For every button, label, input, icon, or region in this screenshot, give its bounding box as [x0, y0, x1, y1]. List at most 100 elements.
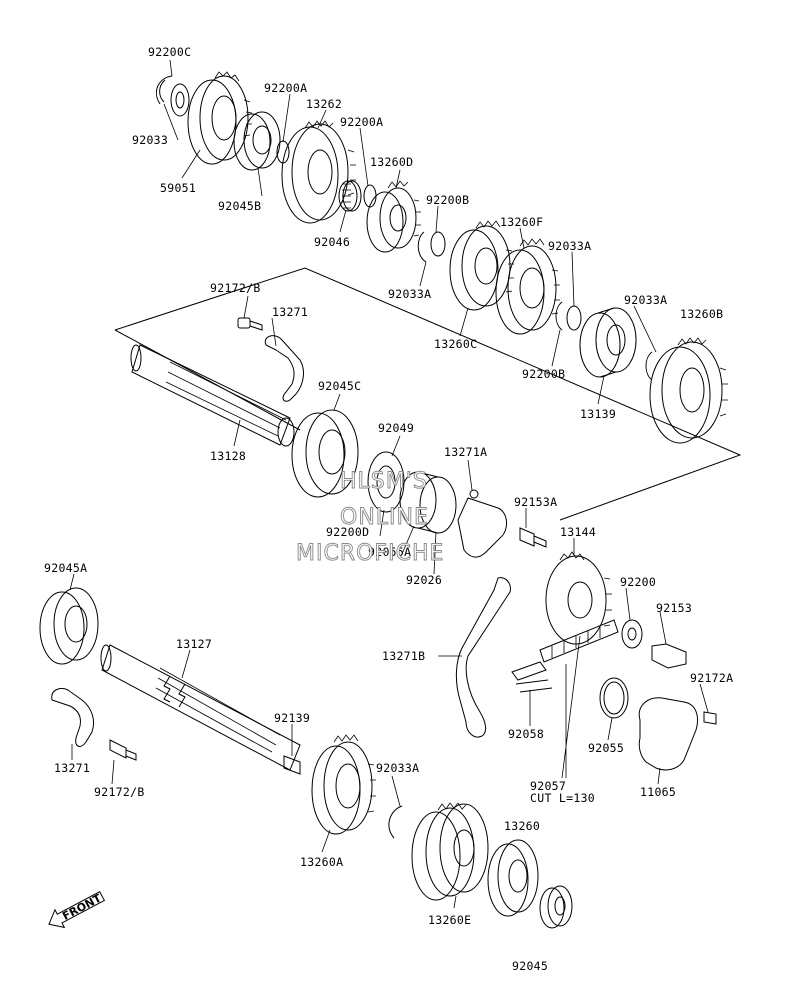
label-92045C: 92045C: [318, 379, 361, 393]
circlip-92033A-4: [388, 805, 403, 839]
label-92200A-2: 92200A: [340, 115, 383, 129]
arm-13271B: [455, 577, 511, 738]
label-92153: 92153: [656, 601, 692, 615]
stopper-13271-2: [51, 687, 95, 747]
label-92200B-1: 92200B: [426, 193, 469, 207]
bolt-92139: [283, 755, 301, 775]
label-13271-1: 13271: [272, 305, 308, 319]
watermark-line-3: MICROFICHE: [296, 541, 444, 566]
circlip-92033A: [417, 231, 427, 263]
bolt-92153A: [519, 527, 547, 548]
bolt-92172A: [703, 711, 717, 725]
label-92172A: 92172A: [690, 671, 733, 685]
label-13260D: 13260D: [370, 155, 413, 169]
label-13144: 13144: [560, 525, 596, 539]
circlip-92033: [156, 75, 173, 105]
needle-bearing-92046: [338, 180, 362, 212]
label-13260B: 13260B: [680, 307, 723, 321]
gear-13260E: [487, 839, 539, 917]
gear-13260: [411, 802, 489, 901]
label-13260E: 13260E: [428, 913, 471, 927]
watermark: HLSM'S ONLINE MICROFICHE: [296, 469, 444, 567]
assembly-frame: [114, 267, 742, 521]
label-13260C: 13260C: [434, 337, 477, 351]
gear-13260C: [449, 220, 514, 311]
label-92200A-1: 92200A: [264, 81, 307, 95]
label-11065: 11065: [640, 785, 676, 799]
label-92200B-2: 92200B: [522, 367, 565, 381]
label-13260: 13260: [504, 819, 540, 833]
label-92033A-1: 92033A: [548, 239, 591, 253]
leader-lines: [69, 59, 709, 909]
label-13139: 13139: [580, 407, 616, 421]
label-92026: 92026: [406, 573, 442, 587]
label-92045B: 92045B: [218, 199, 261, 213]
label-92172B-1: 92172/B: [210, 281, 261, 295]
gear-13260D: [366, 180, 421, 253]
shaft-13128: [130, 344, 295, 447]
circlip-92033A-2: [555, 301, 563, 331]
bearing-92045: [539, 885, 573, 929]
label-92139: 92139: [274, 711, 310, 725]
label-92200C: 92200C: [148, 45, 191, 59]
washer-92200: [621, 619, 643, 649]
collar-92026: [399, 471, 457, 534]
bolt-92172B-2: [109, 739, 137, 761]
label-13260A: 13260A: [300, 855, 343, 869]
front-arrow: FRONT: [48, 890, 106, 929]
label-59051: 59051: [160, 181, 196, 195]
label-13127: 13127: [176, 637, 212, 651]
washer-92200A-2: [363, 184, 377, 208]
label-13260F: 13260F: [500, 215, 543, 229]
label-92055A: 92055A: [368, 545, 411, 559]
circlip-92033A-3: [645, 351, 653, 381]
bearing-92045B: [233, 111, 281, 171]
plate-13271A: [457, 489, 507, 558]
cover-11065: [638, 697, 698, 771]
oring-92055: [599, 677, 629, 719]
label-92057: 92057: [530, 779, 566, 793]
label-92200D: 92200D: [326, 525, 369, 539]
watermark-line-2: ONLINE: [340, 505, 429, 530]
label-92200: 92200: [620, 575, 656, 589]
bolt-92172B: [237, 317, 263, 331]
sprocket-13144: [545, 551, 612, 645]
washer-92200C: [170, 83, 190, 117]
label-92033A-4: 92033A: [376, 761, 419, 775]
stopper-13271: [264, 335, 304, 402]
label-92045: 92045: [512, 959, 548, 973]
label-13271A: 13271A: [444, 445, 487, 459]
label-92055: 92055: [588, 741, 624, 755]
label-13128: 13128: [210, 449, 246, 463]
label-92049: 92049: [378, 421, 414, 435]
front-arrow-icon: [48, 890, 106, 929]
label-92033A-2: 92033A: [388, 287, 431, 301]
gear-59051: [187, 71, 253, 165]
bearing-92045C: [291, 409, 359, 498]
chain-92057: [539, 619, 619, 663]
label-92033: 92033: [132, 133, 168, 147]
gear-13260B: [649, 337, 728, 444]
hub-13139: [579, 307, 637, 378]
bolt-92153: [651, 643, 687, 669]
label-92058: 92058: [508, 727, 544, 741]
label-92172B-2: 92172/B: [94, 785, 145, 799]
label-13271-2: 13271: [54, 761, 90, 775]
bearing-92045A: [39, 587, 99, 665]
label-92046: 92046: [314, 235, 350, 249]
watermark-line-1: HLSM'S: [340, 469, 428, 494]
label-92153A: 92153A: [514, 495, 557, 509]
gear-13260F: [495, 238, 560, 335]
front-arrow-label: FRONT: [60, 891, 104, 922]
label-92057-cut: CUT L=130: [530, 791, 595, 805]
washer-92200B-2: [566, 305, 582, 331]
washer-92200B: [430, 231, 446, 257]
label-92045A: 92045A: [44, 561, 87, 575]
link-92058: [511, 661, 553, 693]
label-92033A-3: 92033A: [624, 293, 667, 307]
gear-13260A: [311, 734, 376, 835]
label-13271B: 13271B: [382, 649, 425, 663]
part-labels: 92200C 92033 59051 92200A 13262 92200A 9…: [44, 45, 733, 973]
